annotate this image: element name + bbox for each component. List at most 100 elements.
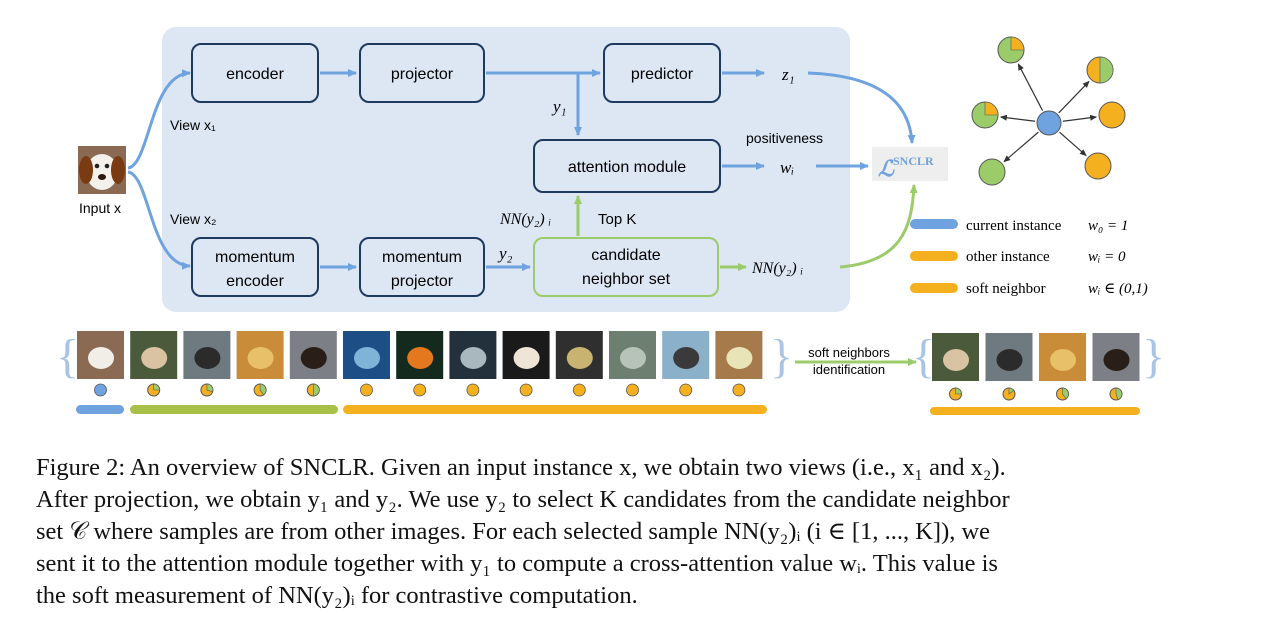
- attention-module-label: attention module: [568, 159, 686, 176]
- sample-thumbnail-0: [77, 331, 124, 379]
- selected-neighbors-bar: [930, 407, 1140, 415]
- neighbor-marker-0-slice: [955, 387, 962, 395]
- neighbor-graph: [971, 36, 1126, 186]
- y2-symbol: y₂: [497, 244, 513, 263]
- graph-node-1-slice: [1099, 56, 1114, 84]
- legend-soft-label: soft neighbor: [966, 281, 1046, 297]
- neighbor-marker-2-slice: [1062, 387, 1069, 400]
- graph-node-0-slice: [1010, 36, 1025, 51]
- sample-thumbnail-4: [289, 331, 337, 379]
- candidate-samples-strip: [77, 331, 763, 397]
- graph-node-3-base: [1098, 101, 1126, 129]
- graph-node-3: [1098, 101, 1126, 129]
- graph-node-4: [978, 158, 1006, 186]
- sample-thumbnail-12: [715, 331, 763, 379]
- graph-center-node: [1036, 110, 1062, 136]
- legend: current instance w₀ = 1 other instance w…: [910, 218, 1148, 297]
- encoder-label: encoder: [226, 66, 284, 83]
- graph-edge-5: [1059, 131, 1087, 157]
- graph-edge-1: [1058, 80, 1090, 114]
- momentum-encoder-label-line1: momentum: [215, 249, 295, 266]
- neighbor-marker-3-slice: [1115, 387, 1123, 401]
- projector-label: projector: [391, 66, 454, 83]
- legend-current-label: current instance: [966, 218, 1062, 234]
- sample-thumbnail-11: [662, 331, 710, 379]
- graph-node-1: [1086, 56, 1114, 84]
- left-brace-close: }: [770, 330, 793, 383]
- nn-y2-i-top-symbol: NN(y₂) ᵢ: [499, 211, 551, 228]
- nn-y2-i-right-symbol: NN(y₂) ᵢ: [751, 260, 803, 277]
- sample-thumbnail-12-subject: [726, 347, 753, 369]
- input-label: Input x: [79, 200, 121, 216]
- sample-thumbnail-9: [555, 331, 603, 379]
- sample-marker-1: [147, 383, 161, 397]
- legend-other-weight: wᵢ = 0: [1088, 249, 1126, 265]
- sample-thumbnail-4-subject: [300, 347, 327, 369]
- momentum-encoder-block: [191, 237, 319, 297]
- sample-thumbnail-8-subject: [513, 347, 540, 369]
- z1-to-loss-arrow: [807, 71, 916, 144]
- legend-soft-swatch: [910, 283, 958, 293]
- legend-current-weight: w₀ = 1: [1088, 218, 1128, 234]
- graph-node-2: [971, 101, 999, 129]
- candidate-label-line1: candidate: [591, 247, 660, 264]
- legend-soft-weight: wᵢ ∈ (0,1): [1088, 281, 1148, 297]
- left-brace-open: {: [56, 330, 79, 383]
- legend-other-label: other instance: [966, 249, 1050, 265]
- candidate-label-line2: neighbor set: [582, 271, 671, 288]
- caption-line-5: the soft measurement of NN(y₂)ᵢ for cont…: [36, 582, 638, 609]
- neighbor-marker-3: [1109, 387, 1123, 401]
- sample-marker-2-slice: [206, 383, 214, 393]
- loss-box: [872, 147, 948, 181]
- sample-thumbnail-9-subject: [566, 347, 593, 369]
- neighbor-thumbnail-0-subject: [943, 349, 969, 371]
- graph-edge-4: [1003, 131, 1039, 163]
- neighbor-marker-1: [1002, 387, 1016, 401]
- input-image: [78, 146, 126, 194]
- sample-thumbnail-10-subject: [620, 347, 646, 369]
- sample-marker-3-slice: [259, 383, 267, 396]
- encoder-block: [191, 43, 319, 103]
- legend-other-swatch: [910, 251, 958, 261]
- sample-thumbnail-2: [183, 331, 231, 379]
- graph-edge-2: [999, 114, 1036, 122]
- neighbor-thumbnail-3-subject: [1103, 349, 1130, 371]
- momentum-projector-label-line1: momentum: [382, 249, 462, 266]
- sample-marker-5: [360, 383, 373, 397]
- graph-node-4-base: [978, 158, 1006, 186]
- projector-block: [359, 43, 485, 103]
- y1-symbol: y₁: [551, 97, 566, 116]
- pipeline-panel: [162, 27, 850, 312]
- soft-arrow-label-line1: soft neighbors: [808, 345, 890, 360]
- sncl-overview-diagram: Input x View x₁ View x₂ encoder projecto…: [56, 27, 1165, 415]
- nn-to-loss-arrow: [839, 184, 918, 269]
- sample-thumbnail-7-subject: [460, 347, 487, 369]
- sample-thumbnail-6-subject: [407, 347, 434, 369]
- sample-thumbnail-6: [396, 331, 444, 379]
- neighbor-thumbnail-2: [1039, 333, 1086, 381]
- momentum-encoder-label-line2: encoder: [226, 273, 284, 290]
- sample-thumbnail-10: [609, 331, 656, 379]
- right-brace-open: {: [912, 330, 935, 383]
- z1-symbol: z₁: [781, 65, 795, 84]
- sample-marker-3: [253, 383, 267, 397]
- figure-caption: Figure 2: An overview of SNCLR. Given an…: [36, 452, 1226, 612]
- view2-label: View x₂: [170, 211, 216, 227]
- sample-marker-4: [306, 383, 320, 397]
- neighbor-thumbnail-1: [985, 333, 1033, 381]
- neighbor-thumbnail-0: [932, 333, 979, 381]
- caption-line-1: Figure 2: An overview of SNCLR. Given an…: [36, 454, 1006, 481]
- neighbor-thumbnail-1-subject: [996, 349, 1023, 371]
- predictor-label: predictor: [631, 66, 694, 83]
- sample-thumbnail-3-subject: [247, 347, 274, 369]
- loss-superscript: SNCLR: [893, 154, 934, 168]
- neighbor-thumbnail-3: [1092, 333, 1140, 381]
- sample-thumbnail-11-subject: [673, 347, 700, 369]
- graph-edge-3: [1062, 114, 1098, 122]
- soft-neighbor-bar: [130, 405, 338, 414]
- sample-thumbnail-5-subject: [354, 347, 380, 369]
- caption-line-4: sent it to the attention module together…: [36, 550, 998, 577]
- sample-marker-0: [94, 383, 107, 397]
- loss-symbol: ℒ: [878, 156, 895, 181]
- sample-thumbnail-8: [502, 331, 550, 379]
